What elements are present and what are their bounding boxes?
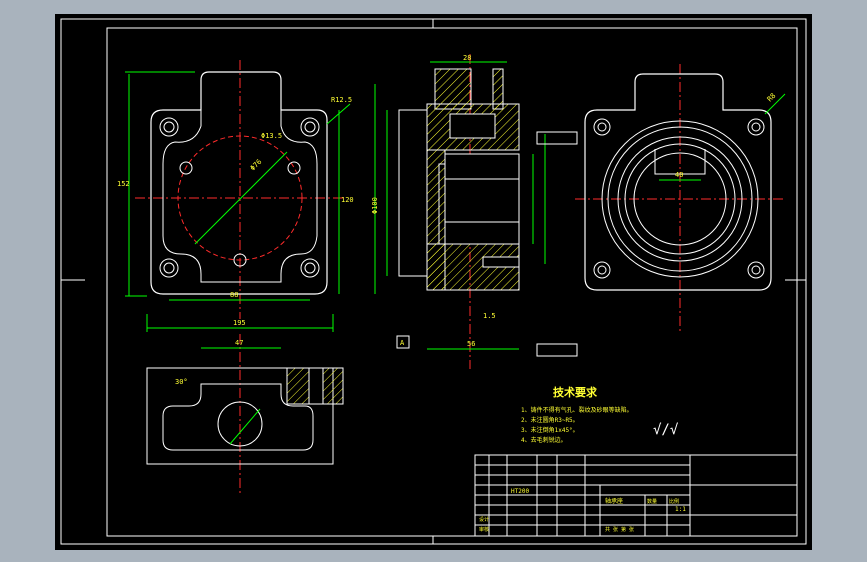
- corner-hole-tl-inner: [163, 121, 175, 133]
- datum-box: [396, 335, 410, 349]
- side-top-slot: [654, 149, 706, 175]
- side-r-leader: [764, 93, 786, 115]
- tech-requirements: 技术要求 1、铸件不得有气孔、裂纹及砂眼等缺陷。 2、未注圆角R3~R5。 3、…: [521, 385, 679, 444]
- tech-note-3: 3、未注倒角1x45°。: [521, 426, 579, 434]
- label-datum: A: [400, 339, 405, 347]
- side-ring-5: [633, 152, 727, 246]
- label-hole-dia: Φ13.5: [261, 132, 282, 140]
- bottom-view: 47 30°: [146, 334, 344, 494]
- side-hole-tr: [747, 118, 765, 136]
- cad-viewport: 195 88 152 120 Φ76 Φ13.5 R12.5: [55, 14, 812, 550]
- side-body-outline: [584, 73, 772, 291]
- geo-tolerance-frame-2: [536, 343, 578, 357]
- label-side-r: R8: [766, 92, 778, 104]
- label-front-height: 152: [117, 180, 130, 188]
- label-bottom-width: 47: [235, 339, 243, 347]
- front-body-outline: [150, 71, 328, 295]
- bolt-hole-1: [179, 161, 193, 175]
- section-top-boss-left: [434, 68, 472, 110]
- tech-title: 技术要求: [553, 385, 598, 399]
- side-hole-bl-inner: [597, 265, 607, 275]
- bottom-section-hole: [308, 367, 324, 405]
- corner-hole-bl: [159, 258, 179, 278]
- side-ring-1: [601, 120, 759, 278]
- geo-tolerance-frame: [536, 131, 578, 145]
- label-front-inner: 88: [230, 291, 238, 299]
- corner-hole-br-inner: [304, 262, 316, 274]
- bottom-boss-outline: [162, 383, 314, 451]
- section-bore: [444, 153, 520, 245]
- tb-part-name: 轴承座: [605, 497, 623, 505]
- side-hole-bl: [593, 261, 611, 279]
- label-sec-top: 28: [463, 54, 471, 62]
- side-hole-br: [747, 261, 765, 279]
- corner-hole-bl-inner: [163, 262, 175, 274]
- tech-note-1: 1、铸件不得有气孔、裂纹及砂眼等缺陷。: [521, 406, 633, 414]
- label-front-width: 195: [233, 319, 246, 327]
- corner-hole-tr: [300, 117, 320, 137]
- bolt-circle: [177, 135, 303, 261]
- title-block: HT200 1:1 轴承座 设计 审核 数量 比例 共 张 第 张: [474, 454, 798, 537]
- front-flange-outline: [162, 110, 318, 283]
- section-upper-cavity: [449, 113, 496, 139]
- technical-drawing: 195 88 152 120 Φ76 Φ13.5 R12.5: [60, 18, 807, 545]
- bottom-leader: [229, 408, 261, 445]
- tech-note-4: 4、去毛刺锐边。: [521, 436, 567, 444]
- tb-sheet: 共 张 第 张: [605, 526, 634, 533]
- section-view: A 28 56 1.5 Φ100: [371, 54, 578, 369]
- bottom-bore: [217, 401, 263, 447]
- corner-hole-br: [300, 258, 320, 278]
- tech-note-2: 2、未注圆角R3~R5。: [521, 416, 579, 424]
- corner-r-leader: [326, 103, 351, 125]
- label-side-inner: 40: [675, 171, 683, 179]
- side-hole-tr-inner: [751, 122, 761, 132]
- tb-scale-label: 比例: [669, 498, 679, 505]
- side-hole-br-inner: [751, 265, 761, 275]
- label-front-side: 120: [341, 196, 354, 204]
- side-hole-tl-inner: [597, 122, 607, 132]
- bolt-circle-leader: [194, 151, 288, 245]
- bolt-hole-3: [233, 253, 247, 267]
- tb-qty: 数量: [647, 498, 657, 505]
- tb-drawn: 设计: [479, 516, 489, 523]
- side-view: 40 R8: [575, 64, 786, 334]
- side-ring-2: [607, 126, 753, 272]
- label-corner-r: R12.5: [331, 96, 352, 104]
- front-view: 195 88 152 120 Φ76 Φ13.5 R12.5: [117, 60, 354, 332]
- section-top-boss-right: [492, 68, 504, 110]
- corner-hole-tr-inner: [304, 121, 316, 133]
- bottom-plate-outline: [146, 367, 334, 465]
- sheet-inner-border: [106, 27, 798, 537]
- section-left-flange: [398, 109, 428, 277]
- tb-material: HT200: [511, 488, 529, 495]
- label-sec-bore: Φ100: [371, 197, 379, 214]
- label-sec-width: 56: [467, 340, 475, 348]
- label-bolt-circle: Φ76: [249, 158, 264, 173]
- bolt-hole-2: [287, 161, 301, 175]
- label-sec-small: 1.5: [483, 312, 496, 320]
- label-bottom-angle: 30°: [175, 378, 188, 386]
- corner-hole-tl: [159, 117, 179, 137]
- side-hole-tl: [593, 118, 611, 136]
- side-ring-3: [617, 136, 743, 262]
- roughness-symbol: √/√: [653, 422, 679, 438]
- section-lower-hole: [482, 256, 520, 268]
- tb-check: 审核: [479, 526, 489, 533]
- side-ring-4: [624, 143, 736, 255]
- tb-scale: 1:1: [675, 506, 686, 513]
